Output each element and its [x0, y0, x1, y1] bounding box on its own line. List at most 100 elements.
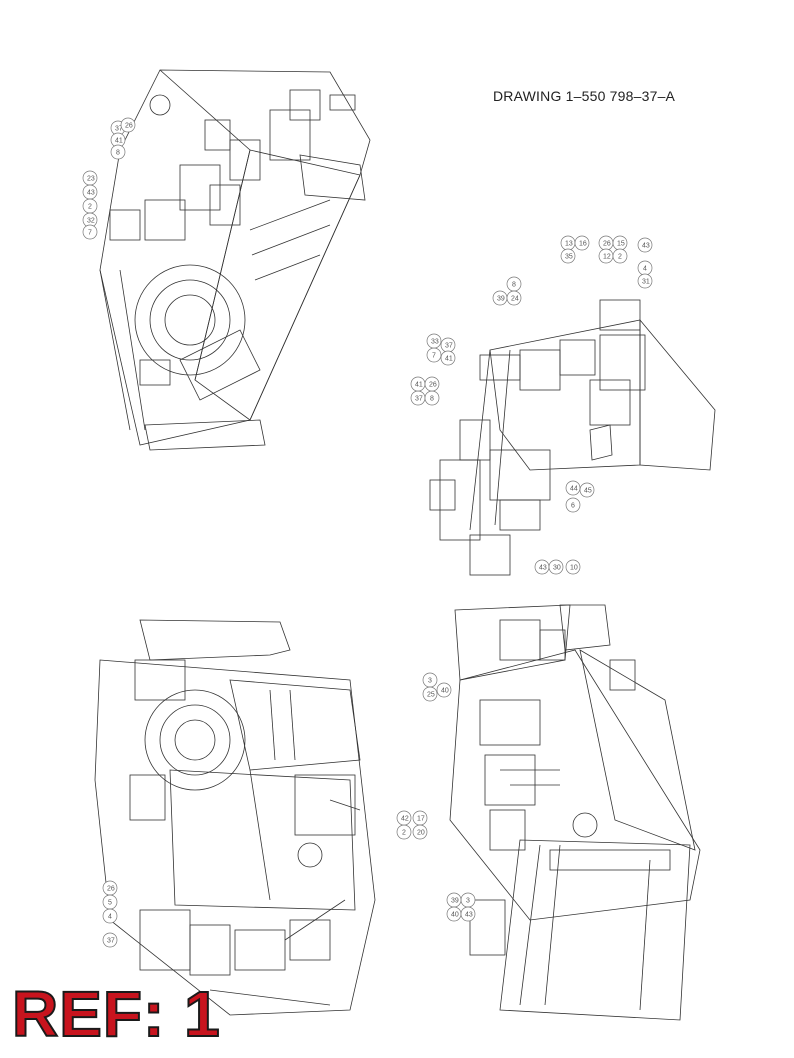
callout-bubble: 40: [446, 906, 462, 922]
callout-bubble: 25: [422, 686, 438, 702]
callout-bubble: 26: [424, 376, 440, 392]
svg-text:2: 2: [618, 254, 622, 261]
callout-bubble: 13: [560, 235, 576, 251]
callout-bubble: 41: [440, 350, 456, 366]
svg-text:8: 8: [116, 150, 120, 157]
svg-text:41: 41: [445, 356, 453, 363]
callout-bubble: 15: [612, 235, 628, 251]
svg-text:40: 40: [441, 688, 449, 695]
svg-text:23: 23: [87, 176, 95, 183]
svg-text:39: 39: [451, 898, 459, 905]
svg-text:32: 32: [87, 218, 95, 225]
svg-text:35: 35: [565, 254, 573, 261]
svg-text:30: 30: [553, 565, 561, 572]
svg-text:16: 16: [579, 241, 587, 248]
callout-bubble: 8: [424, 390, 440, 406]
callout-bubble: 35: [560, 248, 576, 264]
callout-bubble: 43: [460, 906, 476, 922]
svg-text:24: 24: [511, 296, 519, 303]
svg-text:8: 8: [512, 282, 516, 289]
svg-text:2: 2: [402, 830, 406, 837]
callout-bubble: 4: [637, 260, 653, 276]
callout-bubble: 4: [102, 908, 118, 924]
callout-bubble: 6: [565, 497, 581, 513]
callout-bubble: 7: [82, 224, 98, 240]
svg-text:40: 40: [451, 912, 459, 919]
svg-text:26: 26: [429, 382, 437, 389]
view-bottom-right: [449, 604, 701, 1021]
callouts: 37 41 8 26 23 43 2 32 7 13 35 16 26 15 1…: [82, 117, 653, 948]
callout-bubble: 40: [436, 682, 452, 698]
svg-text:31: 31: [642, 279, 650, 286]
svg-text:5: 5: [108, 900, 112, 907]
callout-bubble: 26: [598, 235, 614, 251]
callout-bubble: 17: [412, 810, 428, 826]
callout-bubble: 42: [396, 810, 412, 826]
svg-text:37: 37: [415, 396, 423, 403]
callout-bubble: 44: [565, 480, 581, 496]
svg-text:43: 43: [465, 912, 473, 919]
svg-text:26: 26: [107, 886, 115, 893]
callout-bubble: 43: [534, 559, 550, 575]
svg-text:43: 43: [642, 243, 650, 250]
callout-bubble: 23: [82, 170, 98, 186]
svg-text:43: 43: [539, 565, 547, 572]
callout-bubble: 3: [460, 892, 476, 908]
callout-bubble: 8: [506, 276, 522, 292]
svg-text:41: 41: [415, 382, 423, 389]
svg-text:10: 10: [570, 565, 578, 572]
view-top-right: [429, 299, 716, 576]
callout-bubble: 16: [574, 235, 590, 251]
callout-bubble: 39: [446, 892, 462, 908]
callout-bubble: 30: [548, 559, 564, 575]
callout-bubble: 7: [426, 347, 442, 363]
callout-bubble: 2: [612, 248, 628, 264]
view-top-left: [99, 69, 371, 451]
svg-text:4: 4: [643, 266, 647, 273]
svg-text:37: 37: [445, 343, 453, 350]
view-bottom-left: [94, 619, 376, 1016]
callout-bubble: 8: [110, 144, 126, 160]
svg-text:26: 26: [125, 123, 133, 130]
svg-text:37: 37: [107, 938, 115, 945]
svg-text:39: 39: [497, 296, 505, 303]
svg-text:7: 7: [88, 230, 92, 237]
callout-bubble: 43: [82, 184, 98, 200]
svg-text:17: 17: [417, 816, 425, 823]
svg-text:12: 12: [603, 254, 611, 261]
svg-text:37: 37: [115, 126, 123, 133]
callout-bubble: 43: [637, 237, 653, 253]
callout-bubble: 26: [102, 880, 118, 896]
drawing-title: DRAWING 1–550 798–37–A: [493, 88, 676, 104]
callout-bubble: 33: [426, 333, 442, 349]
callout-bubble: 45: [579, 482, 595, 498]
svg-text:15: 15: [617, 241, 625, 248]
svg-text:42: 42: [401, 816, 409, 823]
callout-bubble: 37: [102, 932, 118, 948]
callout-bubble: 26: [120, 117, 136, 133]
callout-bubble: 37: [410, 390, 426, 406]
svg-text:3: 3: [466, 898, 470, 905]
callout-bubble: 24: [506, 290, 522, 306]
svg-text:25: 25: [427, 692, 435, 699]
svg-text:6: 6: [571, 503, 575, 510]
svg-text:20: 20: [417, 830, 425, 837]
callout-bubble: 2: [82, 198, 98, 214]
svg-text:4: 4: [108, 914, 112, 921]
svg-text:45: 45: [584, 488, 592, 495]
callout-bubble: 2: [396, 824, 412, 840]
svg-text:26: 26: [603, 241, 611, 248]
svg-text:41: 41: [115, 138, 123, 145]
svg-text:43: 43: [87, 190, 95, 197]
callout-bubble: 10: [565, 559, 581, 575]
svg-text:7: 7: [432, 353, 436, 360]
svg-text:33: 33: [431, 339, 439, 346]
callout-bubble: 41: [410, 376, 426, 392]
callout-bubble: 5: [102, 894, 118, 910]
callout-bubble: 39: [492, 290, 508, 306]
callout-bubble: 20: [412, 824, 428, 840]
svg-text:13: 13: [565, 241, 573, 248]
svg-text:44: 44: [570, 486, 578, 493]
